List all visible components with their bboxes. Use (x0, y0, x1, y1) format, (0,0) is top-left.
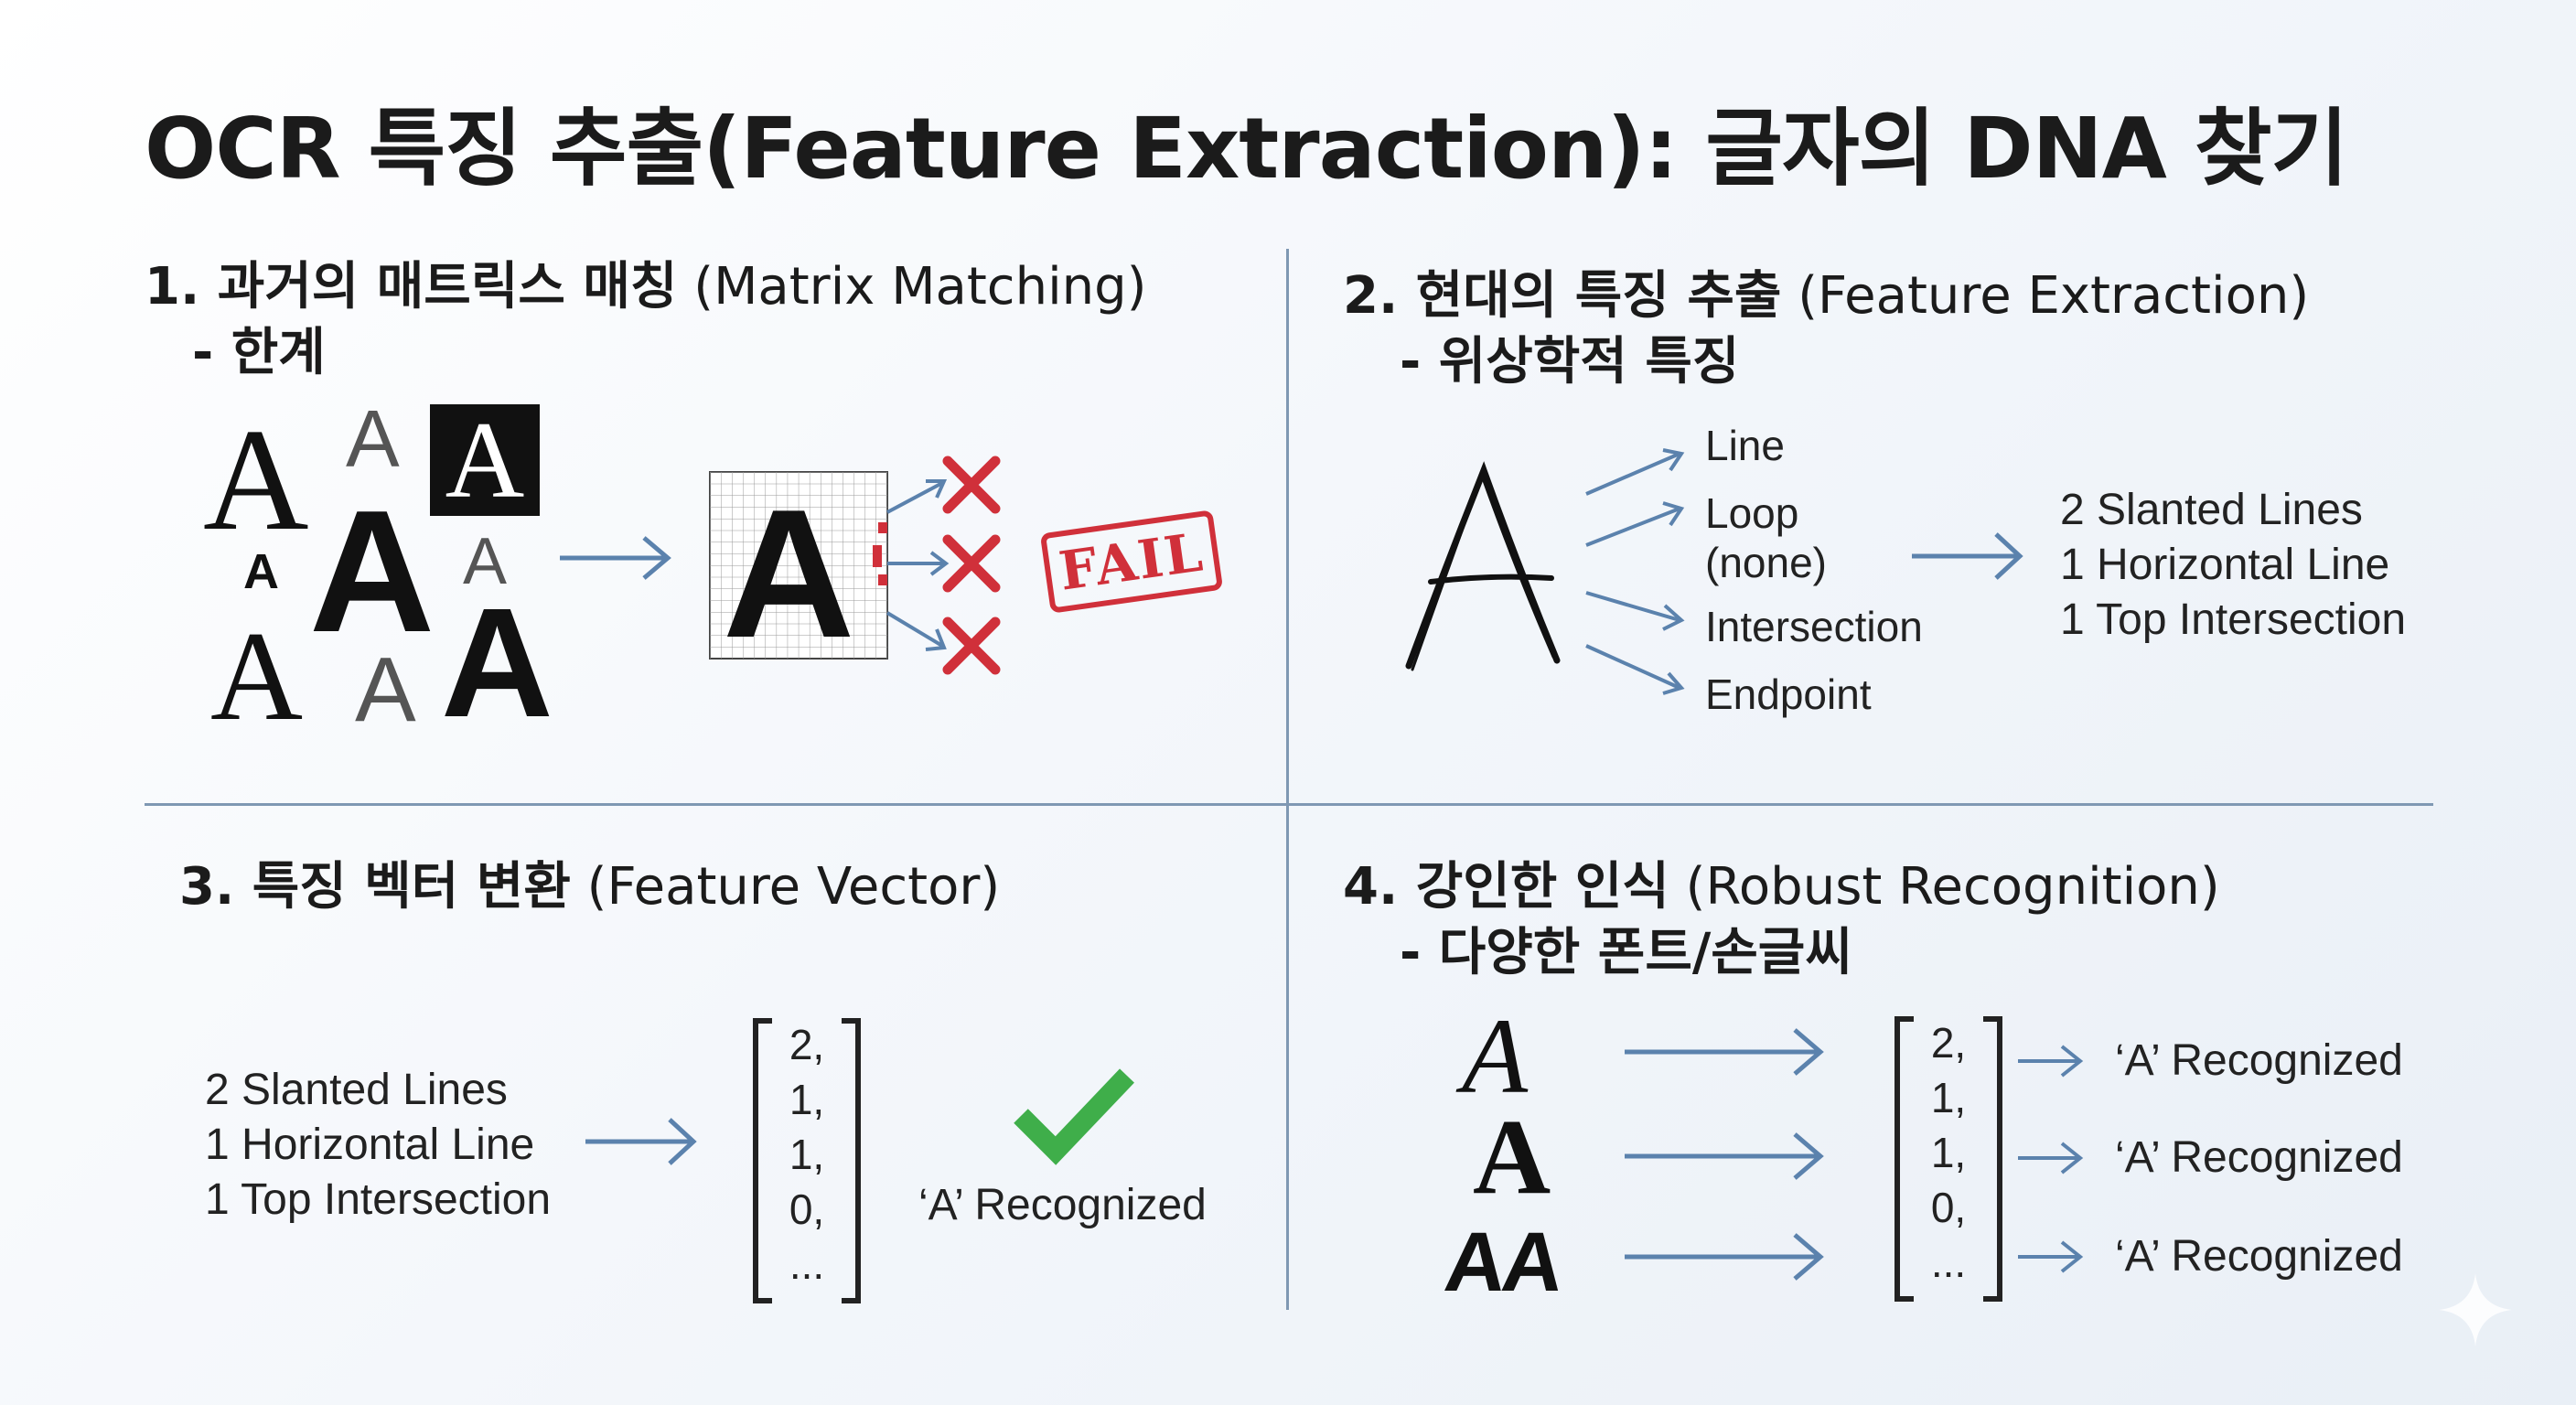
vector-value: 1, (1930, 1129, 1967, 1176)
panel2-heading-normal: (Feature Extraction) (1798, 266, 2310, 326)
feature-label: Intersection (1705, 603, 1923, 650)
panel2-subtitle: - 위상학적 특징 (1400, 332, 1740, 391)
feature-item: 1 Top Intersection (205, 1175, 552, 1224)
vector-bracket-left (753, 1018, 772, 1303)
recognized-label: ‘A’ Recognized (2115, 1036, 2403, 1085)
branch-arrows-icon (886, 479, 950, 651)
arrow-icon (1625, 1233, 1824, 1281)
vector-bracket-left (1894, 1016, 1914, 1302)
result-item: 1 Top Intersection (2060, 595, 2407, 644)
vector-value: 2, (1930, 1019, 1967, 1067)
vector-value: ... (1930, 1239, 1967, 1286)
glyph-inverted-box: A (430, 404, 540, 516)
panel2-heading: 2. 현대의 특징 추출 (Feature Extraction) (1343, 254, 2309, 328)
matrix-grid-icon (709, 471, 888, 660)
vector-value: 1, (789, 1131, 825, 1178)
panel2-result-list: 2 Slanted Lines 1 Horizontal Line 1 Top … (2060, 483, 2406, 648)
arrow-icon (1625, 1028, 1824, 1076)
panel2-heading-bold: 2. 현대의 특징 추출 (1343, 266, 1782, 326)
recognized-label: ‘A’ Recognized (2115, 1232, 2403, 1281)
feature-label: Loop (1705, 489, 1799, 537)
glyph-serif-large: A (203, 398, 309, 561)
glyph-gray-thin: A (463, 525, 508, 598)
arrow-icon (1625, 1132, 1824, 1180)
script-a-glyph: A (1462, 996, 1529, 1116)
feature-vector: 2, 1, 1, 0, ... (778, 1017, 836, 1292)
feature-arrows-icon (1585, 448, 1685, 695)
result-item: 1 Horizontal Line (2060, 541, 2390, 589)
glyph-bold-huge: A (309, 475, 435, 669)
glyph-gray-bottom: A (355, 638, 416, 741)
divider-horizontal (145, 803, 2433, 806)
feature-item: 1 Horizontal Line (205, 1121, 535, 1169)
vector-value: 0, (1930, 1184, 1967, 1231)
result-item: 2 Slanted Lines (2060, 486, 2363, 534)
vector-value: ... (789, 1240, 825, 1288)
glyph-bold-tiny: A (243, 544, 279, 599)
arrow-icon (560, 536, 671, 580)
panel4-heading-bold: 4. 강인한 인식 (1343, 857, 1669, 917)
arrow-icon (2018, 1045, 2084, 1078)
sparkle-icon (2439, 1273, 2512, 1346)
feature-vector: 2, 1, 1, 0, ... (1919, 1015, 1978, 1290)
feature-label: Endpoint (1705, 670, 1872, 718)
panel4-heading: 4. 강인한 인식 (Robust Recognition) (1343, 845, 2220, 919)
divider-vertical (1286, 249, 1289, 1310)
fail-cross-icon (942, 617, 1001, 675)
arrow-icon (585, 1118, 697, 1165)
recognized-label: ‘A’ Recognized (2115, 1133, 2403, 1182)
matrix-glyph: A (723, 472, 855, 676)
page-title: OCR 특징 추출(Feature Extraction): 글자의 DNA 찾… (145, 100, 2348, 198)
vector-bracket-right (1983, 1016, 2002, 1302)
handwritten-a-icon (1405, 461, 1561, 671)
arrow-icon (1912, 532, 2023, 580)
fail-stamp-text: FAIL (1055, 520, 1208, 603)
panel4-heading-normal: (Robust Recognition) (1685, 857, 2220, 917)
panel3-heading-bold: 3. 특징 벡터 변환 (179, 857, 571, 917)
recognized-label: ‘A’ Recognized (918, 1181, 1207, 1229)
arrow-icon (2018, 1240, 2084, 1273)
panel3-heading-normal: (Feature Vector) (586, 857, 1001, 917)
feature-item: 2 Slanted Lines (205, 1066, 508, 1114)
fail-cross-icon (942, 534, 1001, 593)
panel1-subtitle: - 한계 (192, 323, 326, 382)
arrow-icon (2018, 1142, 2084, 1174)
decorative-aa-glyph: AA (1440, 1216, 1565, 1309)
panel1-heading-bold: 1. 과거의 매트릭스 매칭 (145, 257, 678, 316)
feature-label: Line (1705, 422, 1785, 469)
vector-value: 1, (789, 1076, 825, 1123)
vector-value: 2, (789, 1021, 825, 1068)
vector-bracket-right (842, 1018, 861, 1303)
fail-cross-icon (942, 456, 1001, 514)
checkmark-icon (1014, 1068, 1134, 1165)
vector-value: 0, (789, 1185, 825, 1233)
glyph-serif-bottom: A (210, 606, 304, 747)
blackletter-a-glyph: A (1473, 1097, 1551, 1217)
vector-value: 1, (1930, 1074, 1967, 1121)
fail-stamp: FAIL (1039, 509, 1224, 614)
panel3-heading: 3. 특징 벡터 변환 (Feature Vector) (179, 845, 1000, 919)
feature-label: (none) (1705, 539, 1827, 586)
glyph-black-bottom: A (441, 576, 553, 750)
panel4-subtitle: - 다양한 폰트/손글씨 (1400, 923, 1852, 982)
glyph-inverted: A (445, 399, 525, 520)
panel1-heading: 1. 과거의 매트릭스 매칭 (Matrix Matching) (145, 245, 1147, 319)
glyph-sans-gray-small: A (346, 393, 400, 484)
panel3-feature-list: 2 Slanted Lines 1 Horizontal Line 1 Top … (205, 1063, 551, 1228)
panel1-heading-normal: (Matrix Matching) (693, 257, 1147, 316)
